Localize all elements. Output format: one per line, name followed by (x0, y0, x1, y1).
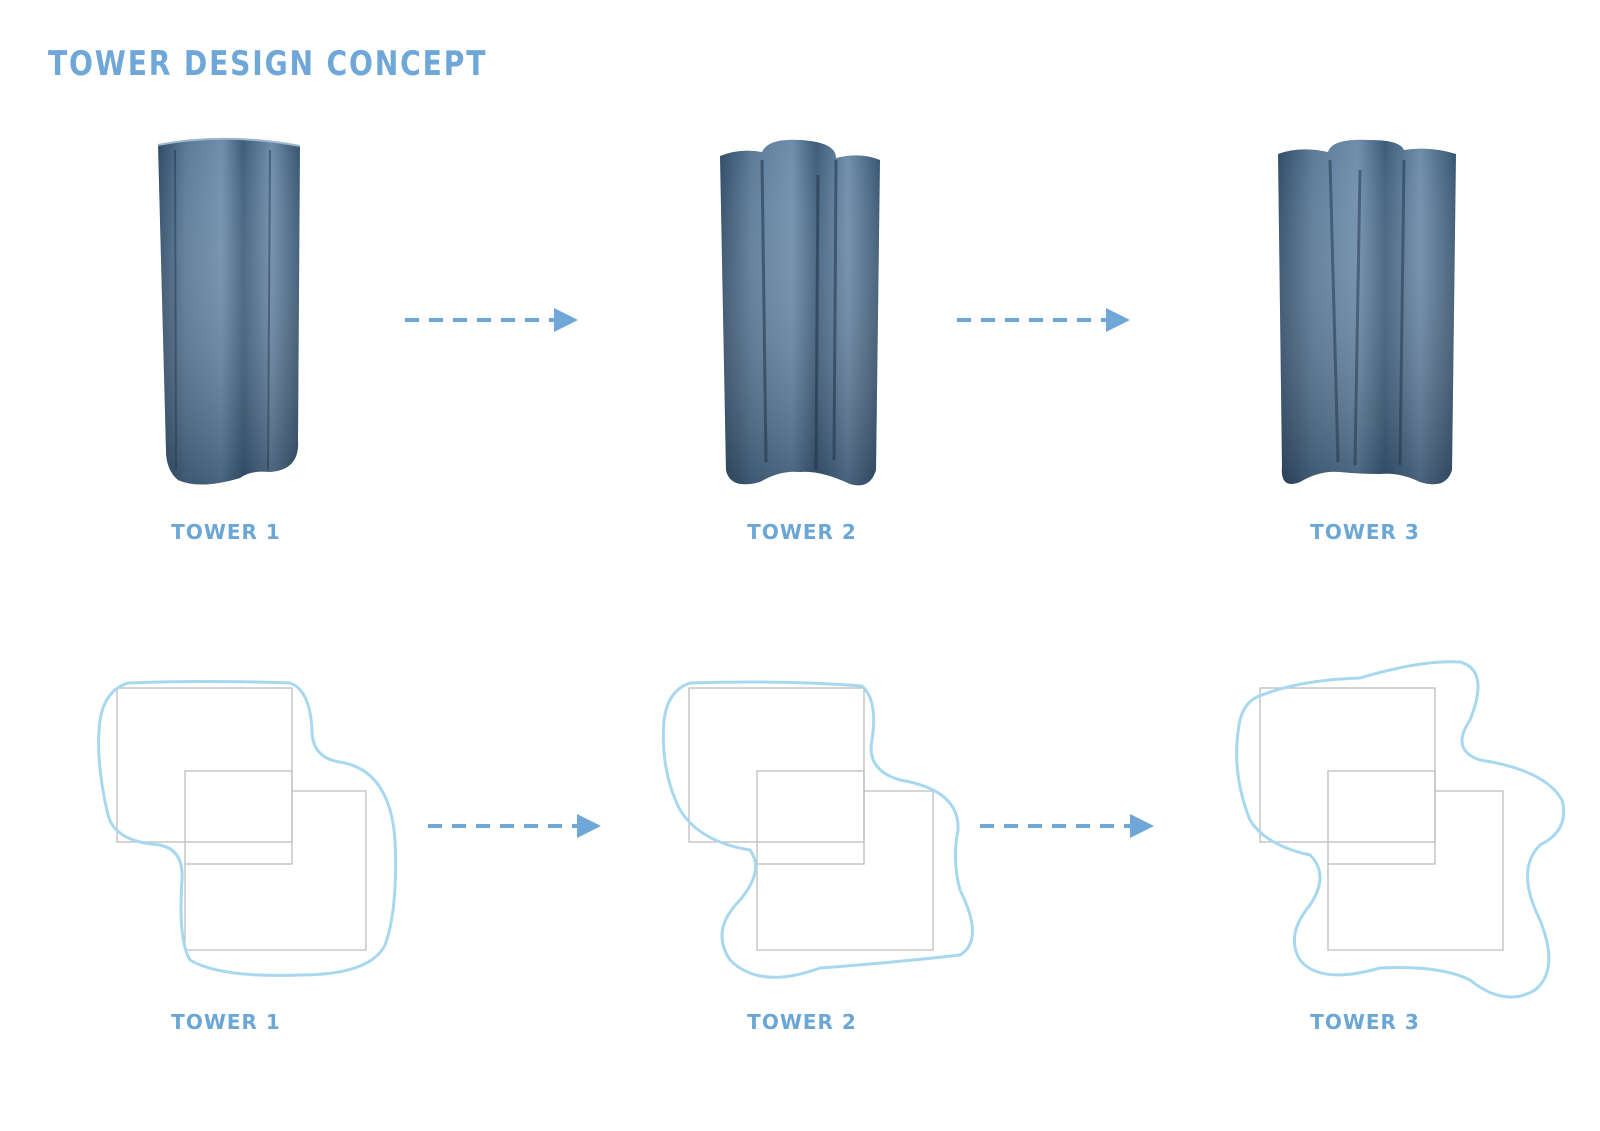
tower-2-plan-label: TOWER 2 (747, 1010, 857, 1034)
tower-1-model (157, 137, 301, 485)
tower-3-model (1278, 139, 1456, 485)
tower-1-plan-label: TOWER 1 (171, 1010, 281, 1034)
tower-3-plan-label: TOWER 3 (1310, 1010, 1420, 1034)
tower-2-model (720, 139, 880, 486)
tower-1-plan (97, 680, 398, 977)
tower-2-plan (661, 680, 974, 979)
tower-1-model-label: TOWER 1 (171, 520, 281, 544)
tower-3-model-label: TOWER 3 (1310, 520, 1420, 544)
page-title: TOWER DESIGN CONCEPT (48, 44, 488, 84)
tower-3-plan (1235, 660, 1566, 999)
tower-2-model-label: TOWER 2 (747, 520, 857, 544)
